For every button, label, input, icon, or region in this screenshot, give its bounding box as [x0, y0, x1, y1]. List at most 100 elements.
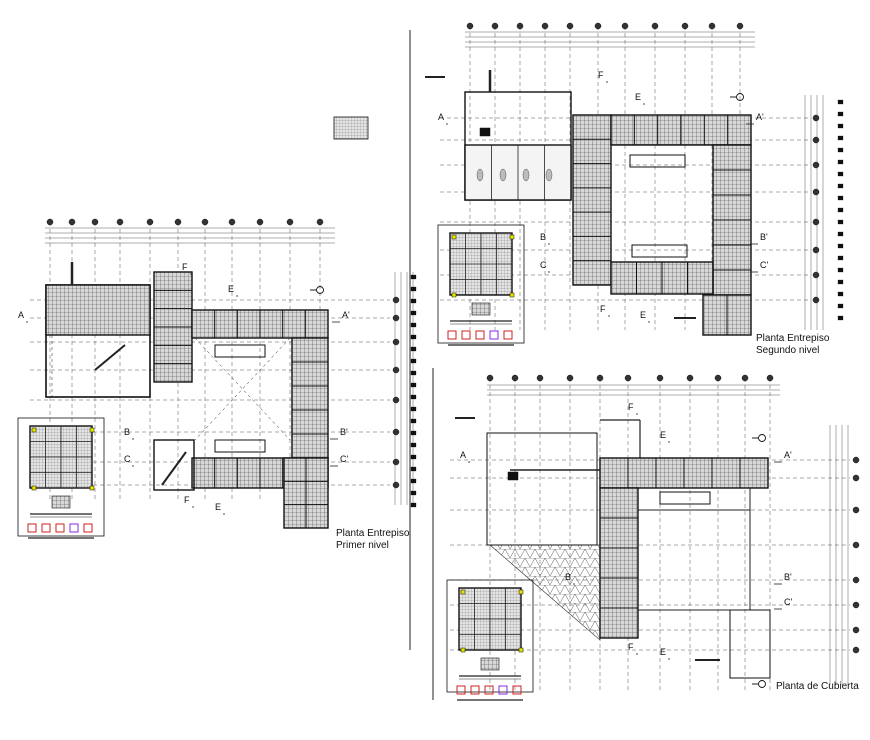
section-mark-c: C	[540, 260, 547, 270]
tick-block	[410, 382, 417, 388]
section-mark-f: F	[184, 495, 190, 505]
section-mark-a: A	[18, 310, 24, 320]
tick-block	[410, 430, 417, 436]
legend-symbol	[27, 523, 37, 533]
column-marker	[31, 427, 37, 433]
section-mark-c: C	[124, 454, 131, 464]
grid-bubble	[316, 218, 324, 226]
grid-bubble	[566, 22, 574, 30]
plan-title-line1: Planta Entrepiso	[336, 528, 410, 539]
legend-symbol	[41, 523, 51, 533]
section-mark-e: E	[640, 310, 646, 320]
equipment-block	[479, 127, 491, 137]
stair-line	[161, 451, 187, 486]
grid-bubble	[392, 481, 400, 489]
legend-symbol	[498, 685, 508, 695]
tick-block	[410, 406, 417, 412]
plan-title-primer: Planta Entrepiso Primer nivel	[336, 528, 409, 552]
grid-bubble	[852, 456, 860, 464]
section-mark-b-prime: B'	[760, 232, 768, 242]
grid-bubble	[812, 218, 820, 226]
window-opening	[499, 168, 507, 182]
grid-bubble	[392, 458, 400, 466]
window-opening	[476, 168, 484, 182]
grid-bubble	[392, 366, 400, 374]
tick-block	[410, 286, 417, 292]
tick-block	[837, 315, 844, 321]
legend-symbol	[470, 685, 480, 695]
grid-bubble	[812, 246, 820, 254]
grid-bubble	[596, 374, 604, 382]
tick-block	[837, 303, 844, 309]
grid-bubble	[466, 22, 474, 30]
slab-panel	[45, 284, 151, 336]
tick-block	[837, 267, 844, 273]
column-marker	[451, 292, 457, 298]
grid-bubble	[651, 22, 659, 30]
key-plan-frame	[446, 579, 534, 693]
grid-bubble	[116, 218, 124, 226]
grid-bubble	[146, 218, 154, 226]
tick-block	[410, 394, 417, 400]
stair-frame	[153, 439, 195, 491]
legend-symbol	[512, 685, 522, 695]
grid-bubble	[852, 646, 860, 654]
column-marker	[89, 485, 95, 491]
legend-symbol	[456, 685, 466, 695]
tick-block	[837, 219, 844, 225]
section-mark-a-prime: A'	[756, 112, 764, 122]
tick-block	[837, 195, 844, 201]
grid-bubble	[621, 22, 629, 30]
section-mark-a-prime: A'	[342, 310, 350, 320]
section-mark-a: A	[460, 450, 466, 460]
tick-block	[837, 255, 844, 261]
section-mark-c-prime: C'	[784, 597, 792, 607]
key-plan-legend-grid	[471, 302, 491, 316]
section-mark-b: B	[124, 427, 130, 437]
legend-symbol	[55, 523, 65, 533]
legend-symbol	[461, 330, 471, 340]
section-mark-b: B	[565, 572, 571, 582]
grid-bubble	[392, 296, 400, 304]
legend-symbol	[447, 330, 457, 340]
section-mark-e: E	[635, 92, 641, 102]
legend-symbol	[475, 330, 485, 340]
section-mark-a-prime: A'	[784, 450, 792, 460]
grid-bubble	[852, 626, 860, 634]
section-marker	[758, 434, 766, 442]
slab-panel	[291, 337, 329, 459]
grid-bubble	[201, 218, 209, 226]
tick-block	[410, 454, 417, 460]
room-block	[659, 491, 711, 505]
legend-symbol	[484, 685, 494, 695]
key-plan-frame	[437, 224, 525, 344]
column-marker	[460, 589, 466, 595]
tick-block	[837, 147, 844, 153]
tick-block	[410, 418, 417, 424]
column-marker	[31, 485, 37, 491]
legend-symbol	[489, 330, 499, 340]
grid-bubble	[812, 136, 820, 144]
column-marker	[89, 427, 95, 433]
legend-symbol	[69, 523, 79, 533]
grid-bubble	[256, 218, 264, 226]
plan-title-cubierta: Planta de Cubierta	[776, 681, 859, 693]
grid-bubble	[812, 161, 820, 169]
grid-bubble	[286, 218, 294, 226]
key-plan-frame	[17, 417, 105, 537]
plan-title-segundo: Planta Entrepiso Segundo nivel	[756, 333, 829, 357]
legend-symbol	[83, 523, 93, 533]
tick-block	[837, 243, 844, 249]
grid-bubble	[852, 474, 860, 482]
grid-bubble	[392, 396, 400, 404]
key-plan-legend-grid	[51, 495, 71, 509]
section-mark-f: F	[628, 402, 634, 412]
tick-block	[837, 99, 844, 105]
section-mark-e: E	[228, 284, 234, 294]
grid-bubble	[812, 188, 820, 196]
grid-bubble	[812, 296, 820, 304]
plan-title-line1: Planta Entrepiso	[756, 333, 830, 344]
